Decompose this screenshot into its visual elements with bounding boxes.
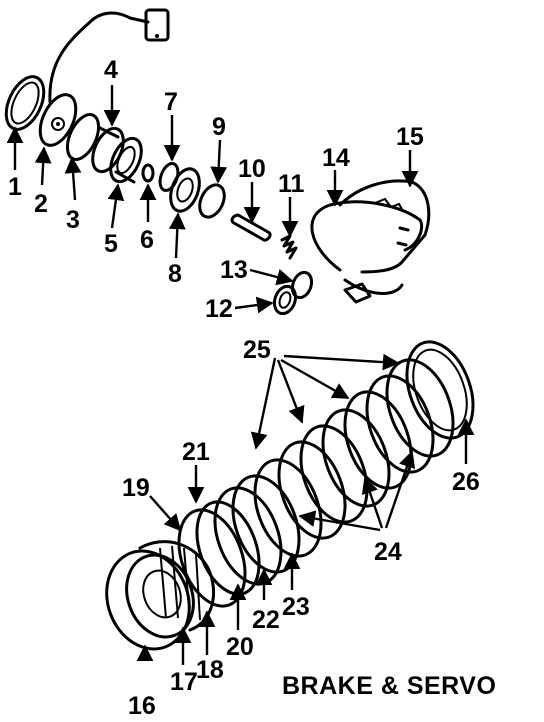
wire-connector [144, 8, 170, 42]
part-2-servo-cover [38, 93, 78, 147]
callout-25: 25 [243, 336, 271, 364]
part-25-plate-c [365, 374, 435, 474]
callout-24: 24 [374, 538, 402, 566]
callout-17: 17 [170, 668, 198, 696]
part-25-plate-a [277, 440, 347, 540]
callout-20: 20 [226, 633, 254, 661]
part-20-plate [213, 486, 283, 586]
callout-23: 23 [282, 593, 310, 621]
callout-16: 16 [128, 692, 156, 720]
part-11-spring [280, 234, 298, 260]
callout-5: 5 [104, 230, 118, 258]
part-22-plate [231, 474, 301, 574]
part-23-plate [253, 458, 323, 558]
callout-18: 18 [196, 656, 224, 684]
diagram-caption: BRAKE & SERVO [282, 672, 496, 700]
callout-26: 26 [452, 468, 480, 496]
callout-labels: 1 2 3 4 5 6 7 8 9 10 11 12 13 14 15 16 1… [8, 56, 496, 720]
part-1-o-ring [4, 75, 46, 131]
callout-10: 10 [238, 155, 266, 183]
part-6-washer [141, 163, 155, 183]
connector-pin [155, 34, 159, 38]
callout-9: 9 [212, 113, 226, 141]
callout-15: 15 [396, 123, 424, 151]
part-24-plate-b [343, 390, 413, 490]
callout-1: 1 [8, 173, 22, 201]
callout-19: 19 [122, 474, 150, 502]
part-13-ring [290, 270, 314, 300]
callout-12: 12 [205, 295, 233, 323]
callout-4: 4 [104, 56, 118, 84]
part-19-ring [177, 508, 247, 608]
part-24-plate-a [299, 424, 369, 524]
part-16-drum [105, 549, 191, 651]
callout-8: 8 [168, 260, 182, 288]
part-8-inner-piston [169, 167, 201, 213]
servo-group [4, 8, 431, 316]
part-12-washer [272, 284, 298, 316]
callout-21: 21 [182, 438, 210, 466]
wire-harness [48, 11, 150, 104]
part-9-seal [198, 183, 226, 219]
part-15-band [338, 179, 431, 274]
callout-2: 2 [34, 190, 48, 218]
callout-14: 14 [322, 144, 350, 172]
part-3-seal-ring [65, 113, 101, 161]
callout-7: 7 [164, 88, 178, 116]
callout-6: 6 [140, 226, 154, 254]
part-26-snap-ring [405, 340, 475, 440]
part-25-plate-b [321, 408, 391, 508]
callout-13: 13 [220, 256, 248, 284]
callout-3: 3 [66, 206, 80, 234]
callout-11: 11 [278, 170, 305, 198]
leader-lines [6, 85, 475, 665]
part-24-plate-c [385, 358, 455, 458]
callout-22: 22 [252, 606, 280, 634]
part-14-brake-band [310, 200, 424, 272]
